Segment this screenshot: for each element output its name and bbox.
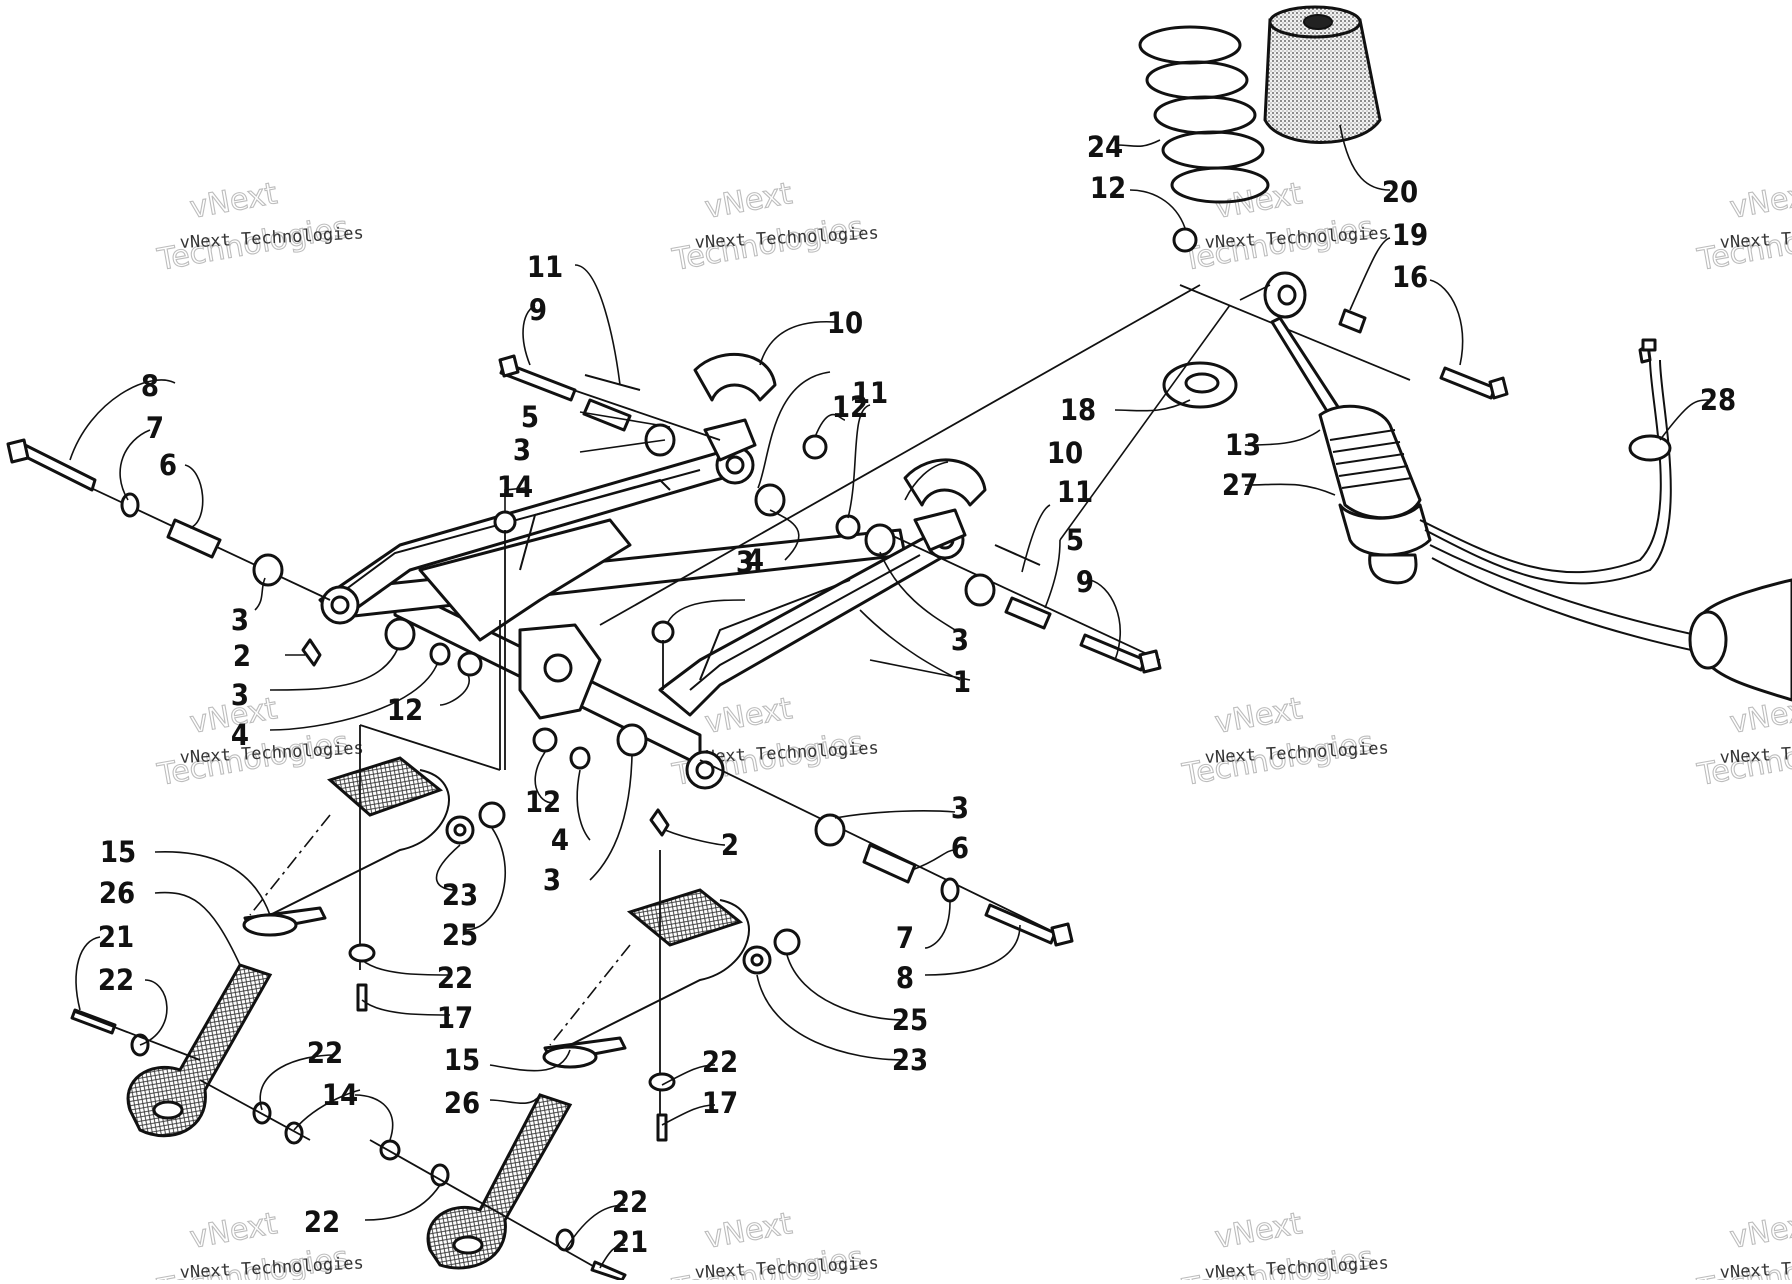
callout-number: 28 <box>1700 383 1736 417</box>
callout-number: 15 <box>100 835 136 869</box>
callout-number: 6 <box>951 831 969 865</box>
callout-number: 7 <box>146 411 164 445</box>
callout-number: 11 <box>852 376 888 410</box>
callout-number: 1 <box>953 665 971 699</box>
watermark-text: vNext <box>187 176 280 226</box>
callout-number: 27 <box>1222 468 1258 502</box>
callout-number: 15 <box>444 1043 480 1077</box>
callout-number: 2 <box>721 828 739 862</box>
callout-number: 2 <box>233 639 251 673</box>
callout-number: 9 <box>1076 565 1094 599</box>
hardware <box>6 353 1162 947</box>
callout-leaders <box>69 124 1711 1269</box>
callout-number: 24 <box>1087 130 1123 164</box>
callout-number: 10 <box>827 306 863 340</box>
callout-number: 22 <box>702 1045 738 1079</box>
callout-number: 12 <box>525 785 561 819</box>
callout-number: 20 <box>1382 175 1418 209</box>
watermark-text: vNext <box>1727 1206 1792 1256</box>
watermark-text: vNext <box>187 1206 280 1256</box>
callout-number: 11 <box>1057 475 1093 509</box>
callout-number: 12 <box>1090 171 1126 205</box>
callout-number: 17 <box>437 1001 473 1035</box>
watermark-text: vNext <box>1727 176 1792 226</box>
callout-number: 12 <box>387 693 423 727</box>
callout-number: 6 <box>159 448 177 482</box>
shock-assembly <box>599 5 1792 702</box>
watermark-text: vNext <box>702 176 795 226</box>
callout-number: 19 <box>1392 218 1428 252</box>
callout-number: 18 <box>1060 393 1096 427</box>
callout-number: 9 <box>529 293 547 327</box>
callout-number: 16 <box>1392 260 1428 294</box>
callout-number: 10 <box>1047 436 1083 470</box>
callout-number: 21 <box>98 920 134 954</box>
lower-brackets <box>70 620 801 1282</box>
callout-number: 3 <box>951 791 969 825</box>
callout-number: 3 <box>543 863 561 897</box>
callout-number: 23 <box>442 878 478 912</box>
callout-number: 21 <box>612 1225 648 1259</box>
callout-number: 4 <box>551 823 569 857</box>
callout-number: 8 <box>141 369 159 403</box>
watermark-text: vNext <box>1212 1206 1305 1256</box>
callout-number: 5 <box>521 400 539 434</box>
callout-number: 17 <box>702 1086 738 1120</box>
callout-number: 3 <box>231 603 249 637</box>
watermark-text: vNext <box>702 691 795 741</box>
callout-number: 12 <box>832 390 868 424</box>
callout-number: 3 <box>736 545 754 579</box>
callout-number: 25 <box>892 1003 928 1037</box>
callout-number: 3 <box>231 678 249 712</box>
callout-number: 22 <box>98 963 134 997</box>
watermark-text: vNext <box>1727 691 1792 741</box>
callout-number: 5 <box>1066 523 1084 557</box>
callout-number: 22 <box>304 1205 340 1239</box>
callout-number: 4 <box>231 718 249 752</box>
callout-number: 22 <box>307 1036 343 1070</box>
watermark-text: vNext <box>702 1206 795 1256</box>
callout-number: 11 <box>527 250 563 284</box>
callout-number: 3 <box>513 433 531 467</box>
callout-number: 14 <box>497 470 533 504</box>
callout-number: 26 <box>444 1086 480 1120</box>
callout-number: 26 <box>99 876 135 910</box>
rear-arm-frame <box>318 418 967 790</box>
callout-number: 4 <box>746 543 764 577</box>
callout-number: 8 <box>896 961 914 995</box>
callout-number: 22 <box>612 1185 648 1219</box>
callout-number: 3 <box>951 623 969 657</box>
watermark-text: vNext <box>1212 691 1305 741</box>
callout-number: 7 <box>896 921 914 955</box>
callout-number: 23 <box>892 1043 928 1077</box>
callout-number: 22 <box>437 961 473 995</box>
callout-number: 25 <box>442 918 478 952</box>
callout-number: 14 <box>322 1078 358 1112</box>
callout-number: 13 <box>1225 428 1261 462</box>
